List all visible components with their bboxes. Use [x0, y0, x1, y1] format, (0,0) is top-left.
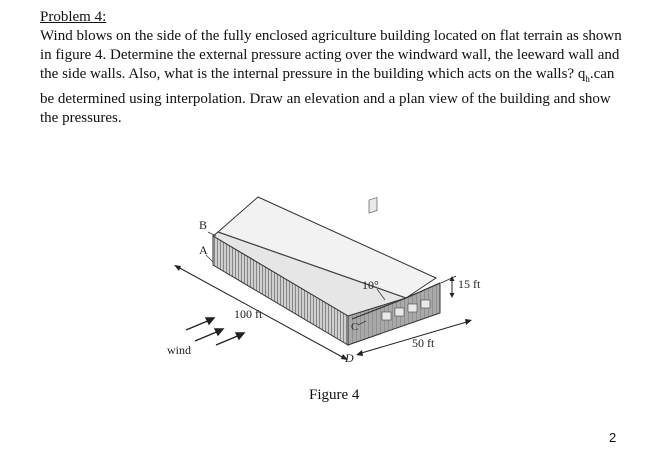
length-dimension-line [175, 265, 347, 360]
angle-label: 10° [362, 278, 379, 292]
problem-heading: Problem 4: [40, 9, 107, 25]
end-wall-openings [368, 197, 431, 321]
label-d: D [344, 351, 354, 365]
width-dimension-line [357, 320, 471, 355]
label-b: B [199, 218, 207, 232]
wind-arrows [185, 317, 246, 346]
label-c: C [351, 321, 358, 333]
label-a: A [199, 243, 208, 257]
height-label: 15 ft [458, 277, 481, 291]
figure-caption: Figure 4 [309, 387, 360, 403]
wind-label: wind [167, 343, 191, 357]
end-wall [347, 282, 441, 346]
problem-statement: Wind blows on the side of the fully encl… [40, 27, 630, 128]
length-label: 100 ft [234, 307, 263, 321]
problem-text-part1: Wind blows on the side of the fully encl… [40, 28, 622, 83]
width-label: 50 ft [412, 336, 435, 350]
qh-symbol: qh [577, 66, 590, 85]
end-eave [351, 282, 441, 320]
problem-text-part2: .can be determined using interpolation. … [40, 66, 615, 126]
roof-ridge [217, 231, 407, 299]
page-number: 2 [609, 430, 617, 445]
